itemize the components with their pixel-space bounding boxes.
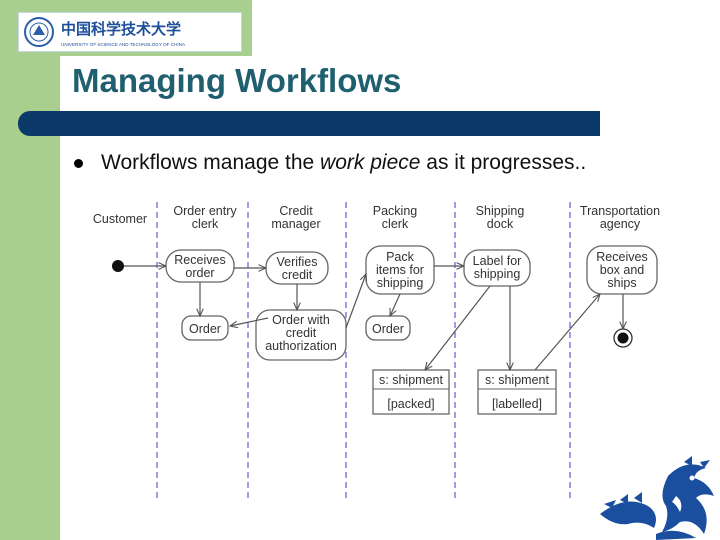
object-shipment-labelled bbox=[477, 369, 557, 415]
content-corner bbox=[60, 56, 252, 156]
object-order-2 bbox=[365, 315, 411, 341]
initial-node bbox=[112, 260, 124, 272]
bullet-text: Workflows manage the work piece as it pr… bbox=[101, 151, 586, 175]
bullet-text-start: Workflows manage the bbox=[101, 151, 321, 174]
object-shipment-labelled-name: s: shipment bbox=[485, 373, 549, 387]
logo-english-name: UNIVERSITY OF SCIENCE AND TECHNOLOGY OF … bbox=[61, 42, 186, 47]
lane-customer: Customer bbox=[93, 212, 147, 226]
object-shipment-labelled-state: [labelled] bbox=[492, 397, 542, 411]
object-order-credit bbox=[255, 309, 347, 361]
lane-dividers bbox=[156, 202, 571, 498]
title-underline-bar bbox=[18, 111, 600, 136]
activity-receives-box bbox=[586, 245, 658, 295]
sidebar-band bbox=[0, 0, 60, 540]
object-order-2-label: Order bbox=[372, 322, 404, 336]
object-shipment-packed-name: s: shipment bbox=[379, 373, 443, 387]
bullet-emphasis: work piece bbox=[320, 151, 421, 174]
object-order-1-label: Order bbox=[189, 322, 221, 336]
object-shipment-packed-state: [packed] bbox=[387, 397, 434, 411]
object-shipment-packed bbox=[372, 369, 450, 415]
bullet-text-end: as it progresses.. bbox=[420, 151, 587, 174]
logo-chinese-name: 中国科学技术大学 bbox=[61, 20, 181, 38]
university-logo: 中国科学技术大学 UNIVERSITY OF SCIENCE AND TECHN… bbox=[18, 12, 242, 52]
slide-title: Managing Workflows bbox=[72, 62, 402, 99]
flow-arrows bbox=[124, 266, 623, 370]
object-order-1 bbox=[181, 315, 229, 341]
bullet-icon bbox=[74, 159, 83, 168]
dragon-emblem-icon bbox=[600, 456, 714, 540]
final-node bbox=[613, 328, 633, 348]
